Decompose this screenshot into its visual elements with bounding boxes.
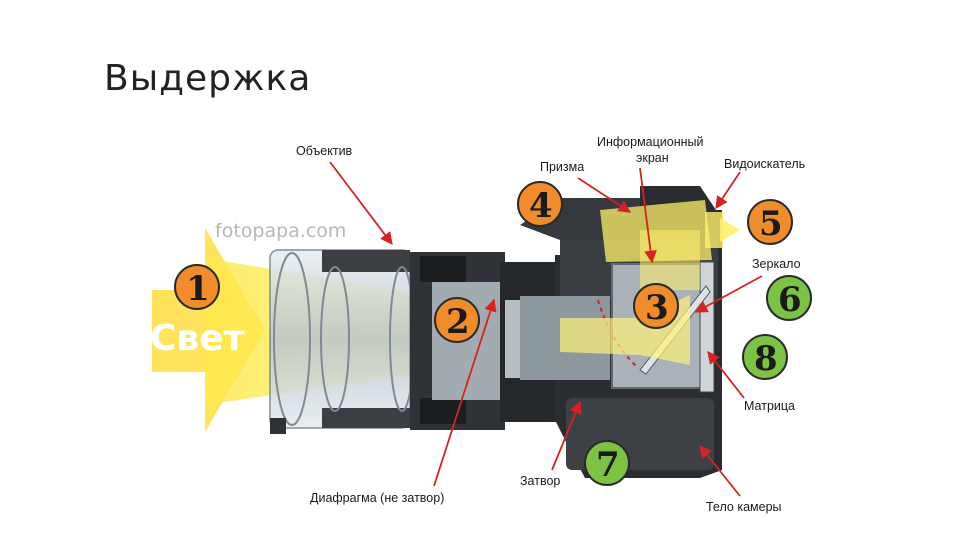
marker-8: 8 [742, 334, 788, 380]
slide-title: Выдержка [104, 58, 312, 99]
svg-text:6: 6 [778, 280, 802, 320]
label-diaphragm: Диафрагма (не затвор) [310, 491, 444, 505]
svg-text:1: 1 [186, 269, 210, 309]
label-objective: Объектив [296, 144, 353, 158]
marker-4: 4 [517, 181, 563, 227]
label-mirror: Зеркало [752, 257, 801, 271]
label-shutter: Затвор [520, 474, 560, 488]
label-info-screen-2: экран [636, 151, 669, 165]
svg-text:4: 4 [529, 186, 553, 226]
label-body: Тело камеры [706, 500, 782, 514]
svg-text:8: 8 [754, 339, 778, 379]
light-beam-prism [640, 230, 700, 290]
label-matrix: Матрица [744, 399, 795, 413]
label-viewfinder: Видоискатель [724, 157, 805, 171]
label-prism: Призма [540, 160, 584, 174]
svg-text:5: 5 [759, 204, 783, 244]
marker-1: 1 [174, 264, 220, 310]
label-info-screen-1: Информационный [597, 135, 704, 149]
marker-7: 7 [584, 440, 630, 486]
pointer-arrows [329, 161, 763, 497]
marker-2: 2 [434, 297, 480, 343]
light-label: Свет [150, 318, 245, 359]
svg-text:2: 2 [446, 302, 470, 342]
svg-text:3: 3 [645, 288, 669, 328]
lens-front [269, 249, 415, 434]
svg-text:7: 7 [596, 445, 620, 485]
marker-5: 5 [747, 199, 793, 245]
watermark: fotopapa.com [215, 220, 346, 242]
marker-6: 6 [766, 275, 812, 321]
marker-3: 3 [633, 283, 679, 329]
